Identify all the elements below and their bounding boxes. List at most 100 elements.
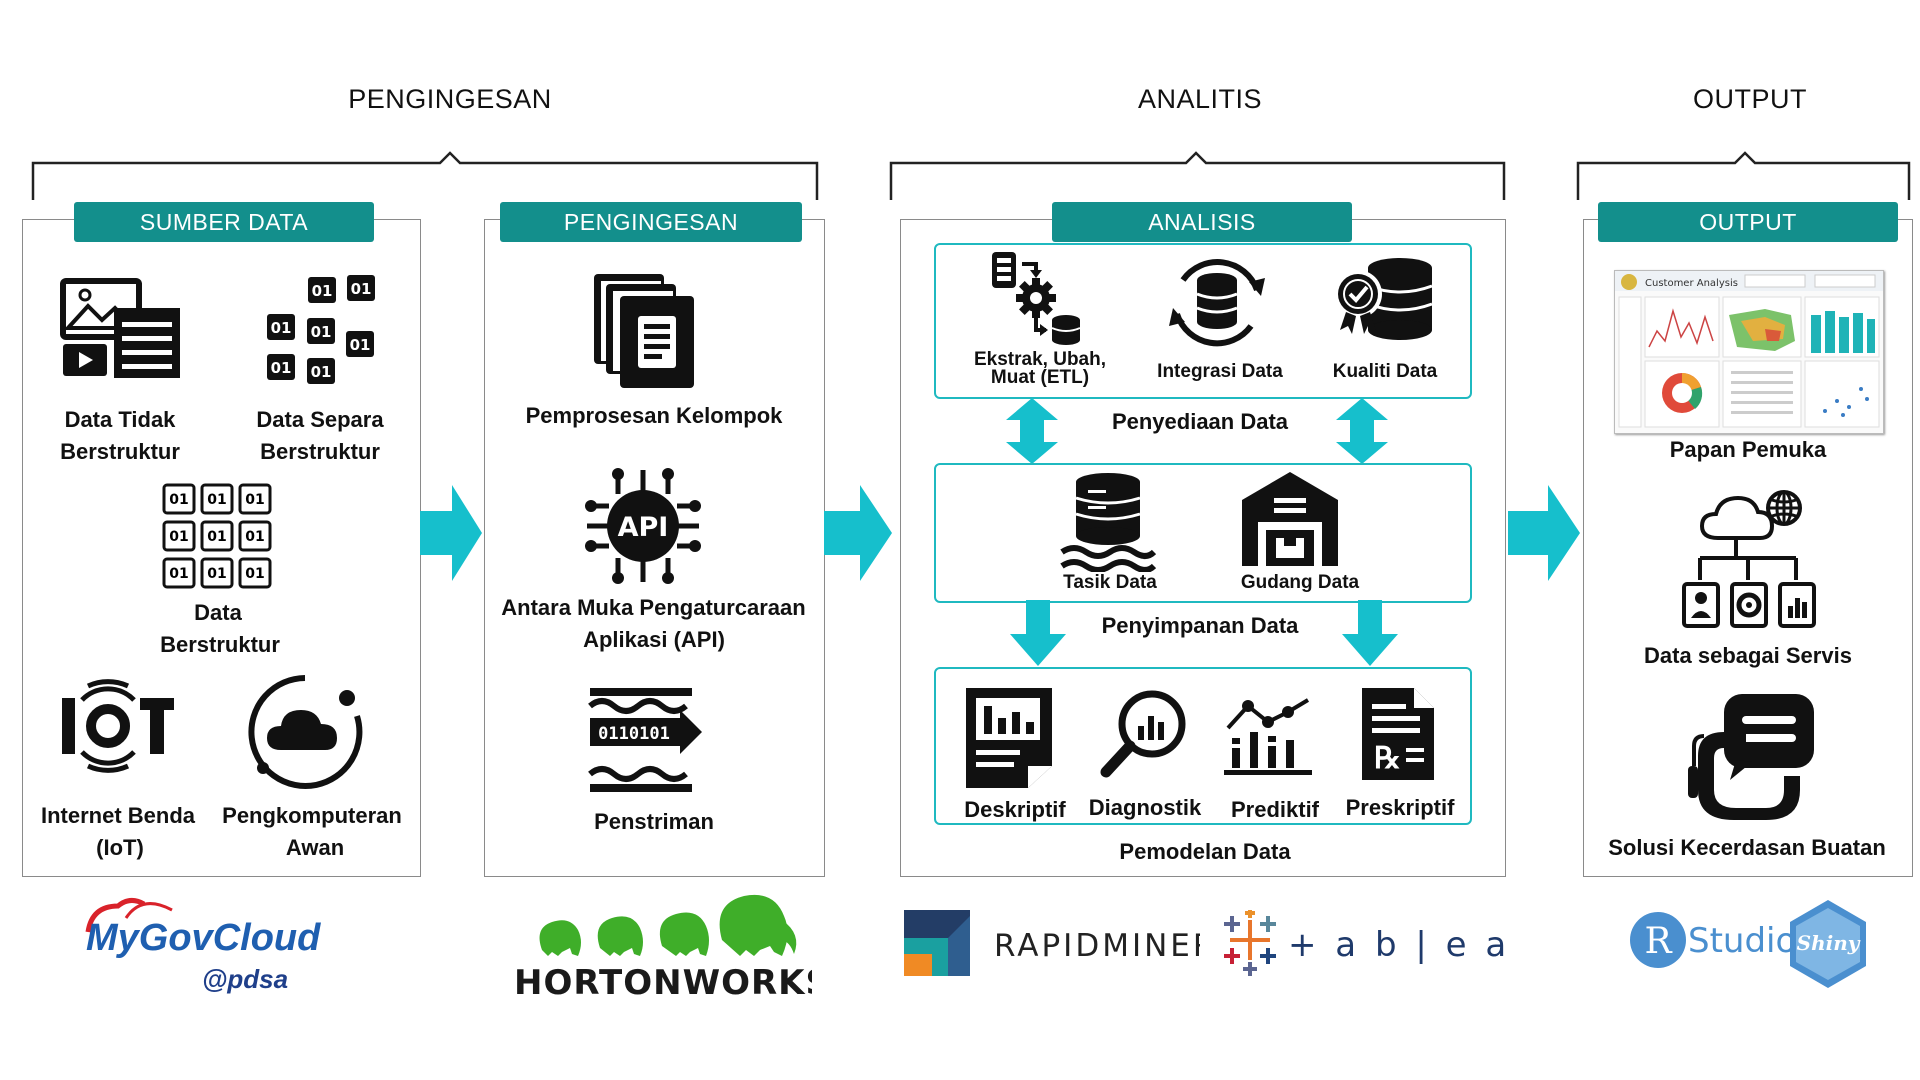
stage-title-analytics: ANALITIS	[1137, 84, 1263, 114]
shiny-text: Shiny	[1797, 931, 1861, 955]
api-chip-icon: API	[585, 468, 701, 584]
svg-text:01: 01	[207, 529, 226, 545]
label-quality: Kualiti Data	[1332, 361, 1438, 382]
rapidminer-logo: RAPIDMINER	[904, 910, 1200, 976]
data-as-a-service-icon	[1682, 490, 1816, 628]
flow-arrow-2	[824, 485, 892, 581]
svg-text:01: 01	[311, 363, 332, 381]
svg-text:01: 01	[207, 492, 226, 508]
diagnostic-magnifier-icon	[1100, 690, 1186, 778]
header-analysis: ANALISIS	[1052, 202, 1352, 242]
structured-binary-grid-icon: 01 01 01 01 01 01 01 01 01	[162, 483, 272, 589]
svg-text:01: 01	[311, 323, 332, 341]
label-cloud-2: Awan	[285, 835, 345, 860]
data-warehouse-icon	[1242, 472, 1338, 566]
iot-icon	[62, 679, 174, 773]
label-integration: Integrasi Data	[1157, 361, 1283, 382]
header-ingestion: PENGINGESAN	[500, 202, 802, 242]
streaming-icon: 0110101	[588, 688, 702, 792]
svg-text:01: 01	[271, 359, 292, 377]
api-chip-text: API	[618, 512, 669, 543]
rstudio-r-text: R	[1644, 921, 1672, 962]
label-data-warehouse: Gudang Data	[1240, 572, 1360, 593]
svg-text:01: 01	[312, 282, 333, 300]
label-batch: Pemprosesan Kelompok	[525, 403, 783, 428]
label-unstructured-2: Berstruktur	[60, 439, 180, 464]
label-data-preparation: Penyediaan Data	[1111, 409, 1289, 434]
label-cloud-1: Pengkomputeran	[222, 803, 402, 828]
header-output: OUTPUT	[1598, 202, 1898, 242]
svg-text:01: 01	[245, 529, 264, 545]
data-quality-icon	[1334, 258, 1433, 340]
image-document-icon	[60, 278, 180, 378]
label-data-storage: Penyimpanan Data	[1101, 613, 1299, 638]
brace-output	[1576, 151, 1911, 200]
label-semi-structured-1: Data Separa	[256, 407, 384, 432]
hortonworks-logo: HORTONWORKS	[514, 894, 812, 1000]
data-lake-icon	[1060, 473, 1156, 572]
batch-documents-icon	[594, 274, 694, 388]
label-ai-solution: Solusi Kecerdasan Buatan	[1608, 835, 1886, 860]
label-streaming: Penstriman	[594, 809, 714, 834]
label-etl-2: Muat (ETL)	[990, 367, 1090, 388]
label-descriptive: Deskriptif	[964, 797, 1066, 822]
tableau-text: + a b | e a u	[1288, 925, 1510, 965]
header-data-sources: SUMBER DATA	[74, 202, 374, 242]
dashboard-title: Customer Analysis	[1645, 278, 1738, 289]
label-structured-2: Berstruktur	[160, 632, 280, 657]
cloud-computing-icon	[248, 675, 363, 789]
label-api-2: Aplikasi (API)	[583, 627, 725, 652]
svg-text:01: 01	[351, 280, 372, 298]
label-iot-2: (IoT)	[96, 835, 144, 860]
tableau-logo: + a b | e a u	[1224, 910, 1510, 976]
rstudio-text: Studio	[1688, 921, 1796, 961]
double-arrow-right	[1336, 398, 1388, 464]
double-arrow-left	[1006, 398, 1058, 464]
label-api-1: Antara Muka Pengaturcaraan	[501, 595, 806, 620]
label-iot-1: Internet Benda	[40, 803, 196, 828]
brace-ingest	[31, 151, 819, 200]
descriptive-report-icon	[966, 688, 1052, 788]
data-storage-box	[934, 463, 1472, 603]
svg-text:01: 01	[245, 492, 264, 508]
mygovcloud-logo: MyGovCloud @pdsa	[85, 898, 321, 994]
svg-text:01: 01	[207, 566, 226, 582]
data-integration-icon	[1169, 259, 1265, 347]
etl-icon	[992, 252, 1081, 345]
label-unstructured-1: Data Tidak	[64, 407, 176, 432]
label-data-modelling: Pemodelan Data	[1119, 839, 1291, 864]
label-data-lake: Tasik Data	[1063, 572, 1157, 593]
flow-arrow-3	[1508, 485, 1580, 581]
label-predictive: Prediktif	[1230, 797, 1320, 822]
down-arrow-left	[1010, 600, 1066, 666]
hortonworks-text: HORTONWORKS	[514, 963, 812, 1000]
svg-text:01: 01	[169, 529, 188, 545]
label-etl-1: Ekstrak, Ubah,	[974, 349, 1106, 370]
label-structured-1: Data	[194, 600, 242, 625]
flow-arrow-1	[420, 485, 482, 581]
svg-text:01: 01	[169, 566, 188, 582]
svg-text:01: 01	[350, 336, 371, 354]
pdsa-text: @pdsa	[202, 964, 288, 994]
rstudio-shiny-logo: R Studio Shiny	[1630, 900, 1866, 988]
svg-text:01: 01	[271, 319, 292, 337]
down-arrow-right	[1342, 600, 1398, 666]
label-dashboard: Papan Pemuka	[1669, 437, 1827, 462]
label-semi-structured-2: Berstruktur	[260, 439, 380, 464]
stage-title-ingest: PENGINGESAN	[348, 84, 552, 114]
svg-text:01: 01	[245, 566, 264, 582]
prescriptive-rx-icon: ℞	[1362, 688, 1434, 780]
predictive-chart-icon	[1224, 698, 1312, 775]
stage-title-output: OUTPUT	[1693, 84, 1807, 114]
rapidminer-text: RAPIDMINER	[994, 928, 1200, 964]
ai-chatbot-icon	[1688, 694, 1814, 820]
mygovcloud-text: MyGovCloud	[86, 917, 321, 959]
dashboard-thumbnail: Customer Analysis	[1614, 270, 1884, 434]
label-diagnostic: Diagnostik	[1088, 795, 1202, 820]
stream-bits-text: 0110101	[598, 724, 670, 744]
svg-text:01: 01	[169, 492, 188, 508]
label-daas: Data sebagai Servis	[1644, 643, 1852, 668]
label-prescriptive: Preskriptif	[1345, 795, 1455, 820]
svg-text:℞: ℞	[1374, 741, 1401, 776]
brace-analytics	[889, 151, 1506, 200]
